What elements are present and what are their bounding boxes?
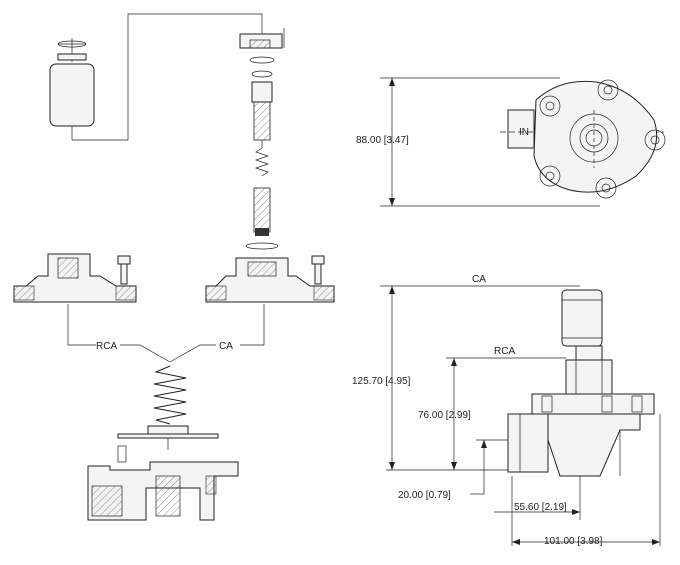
label-rca-side: RCA xyxy=(494,346,515,357)
label-ca: CA xyxy=(219,341,233,352)
diaphragm-spring xyxy=(153,365,187,425)
exploded-view: RCA CA xyxy=(13,13,335,521)
cover-ca xyxy=(205,255,335,303)
solenoid-coil xyxy=(49,38,95,140)
dim-overall-width: 101.00 [3.98] xyxy=(544,536,603,547)
leader-ca xyxy=(240,304,265,346)
top-flange xyxy=(533,80,658,193)
dim-inlet-offset: 20.00 [0.79] xyxy=(398,490,451,501)
armature-spring xyxy=(254,147,270,177)
dim-top-height: 88.00 [3.47] xyxy=(356,135,409,146)
dim-body-height: 76.00 [2.99] xyxy=(418,410,471,421)
plunger xyxy=(245,187,279,250)
leader-rca xyxy=(67,304,96,346)
leader-ca-v xyxy=(169,344,216,363)
label-ca-side: CA xyxy=(472,274,486,285)
armature-tube xyxy=(251,81,273,148)
cover-rca xyxy=(13,253,137,303)
side-view: CA RCA 125.70 [4.95] 76.00 [2.99] xyxy=(352,274,661,547)
diaphragm xyxy=(117,425,219,450)
dim-overall-height: 125.70 [4.95] xyxy=(352,376,411,387)
valve-body xyxy=(87,445,239,521)
side-flange xyxy=(531,393,655,415)
leader-rca-v xyxy=(120,344,171,363)
lead-wire xyxy=(72,13,263,141)
label-rca: RCA xyxy=(96,341,117,352)
plug-cap xyxy=(239,28,285,78)
top-view: 88.00 [3.47] IN xyxy=(356,77,666,207)
side-coil xyxy=(561,289,603,347)
inlet-mark: IN xyxy=(519,127,529,138)
dim-outlet-offset: 55.60 [2.19] xyxy=(514,502,567,513)
